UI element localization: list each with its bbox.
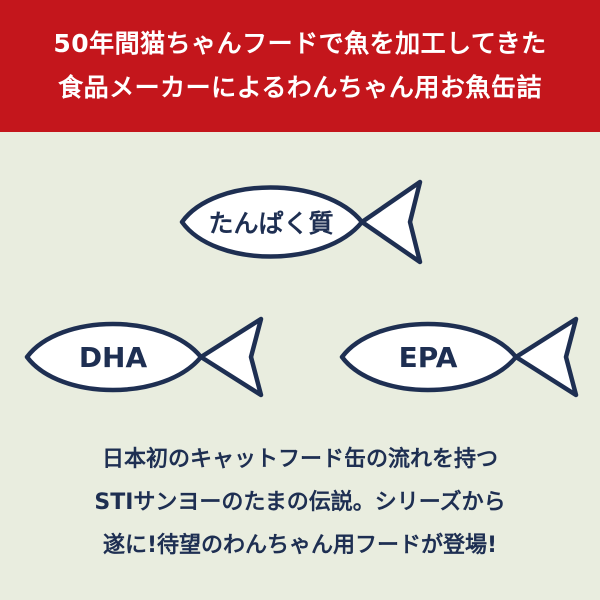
fish-icon [24,316,264,398]
banner-line-1: 50年間猫ちゃんフードで魚を加工してきた [53,29,547,58]
fish-epa: EPA [339,316,579,398]
fish-icon [179,179,423,265]
description-line-1: 日本初のキャットフード缶の流れを持つ [101,447,498,472]
fish-protein: たんぱく質 [179,179,423,265]
description-line-3: 遂に!待望のわんちゃん用フードが登場! [102,533,498,558]
fish-dha: DHA [24,316,264,398]
fish-label-dha: DHA [78,340,148,374]
fish-label-epa: EPA [398,340,458,374]
description: 日本初のキャットフード缶の流れを持つ STIサンヨーのたまの伝説。シリーズから … [0,438,600,567]
fish-label-protein: たんぱく質 [208,209,334,238]
header-banner: 50年間猫ちゃんフードで魚を加工してきた 食品メーカーによるわんちゃん用お魚缶詰 [0,0,600,132]
fish-icon [339,316,579,398]
description-line-2: STIサンヨーのたまの伝説。シリーズから [94,490,506,515]
banner-line-2: 食品メーカーによるわんちゃん用お魚缶詰 [58,73,542,102]
